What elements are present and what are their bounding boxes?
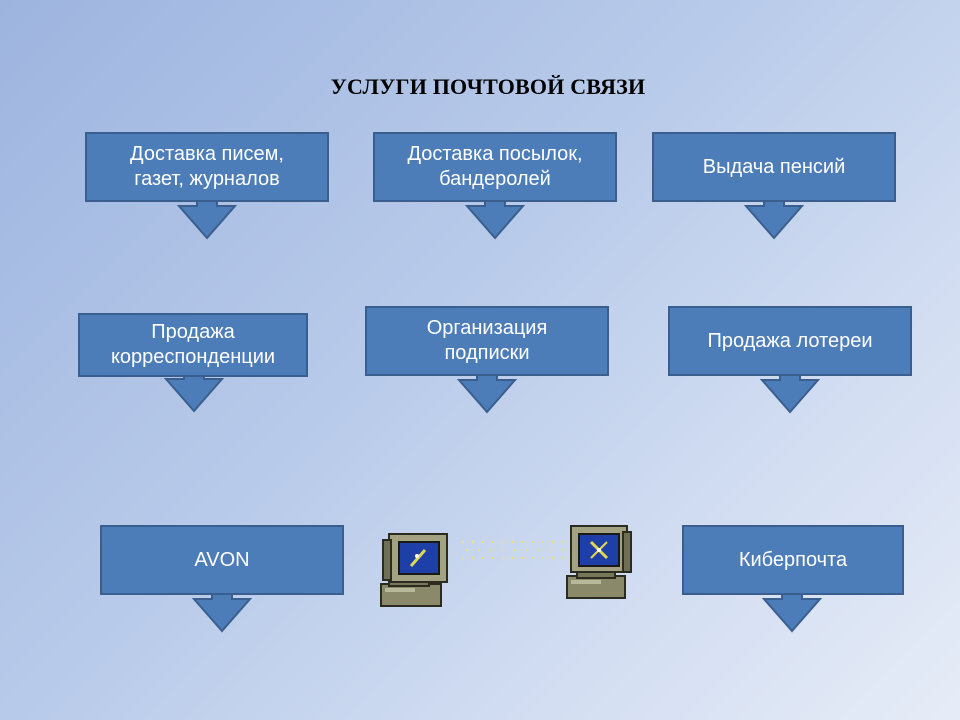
service-label: Киберпочта: [738, 548, 848, 571]
down-arrow-icon: [465, 196, 525, 240]
service-box: Доставка писем, газет, журналов: [85, 132, 329, 202]
service-correspondence-sale: Продажа корреспонденции: [78, 313, 308, 413]
down-arrow-icon: [760, 370, 820, 414]
service-box: Продажа корреспонденции: [78, 313, 308, 377]
service-box: Киберпочта: [682, 525, 904, 595]
down-arrow-icon: [177, 196, 237, 240]
network-computers-illustration: [380, 525, 632, 607]
service-box: Выдача пенсий: [652, 132, 896, 202]
service-label: Продажа лотереи: [707, 329, 873, 352]
computer-icon: [566, 525, 632, 599]
down-arrow-icon: [744, 196, 804, 240]
service-box: Доставка посылок, бандеролей: [373, 132, 617, 202]
service-label: Доставка писем, газет, журналов: [130, 143, 284, 190]
service-avon: AVON: [100, 525, 344, 633]
network-link-dots: [461, 540, 577, 560]
service-label: Выдача пенсий: [702, 155, 846, 178]
down-arrow-icon: [762, 589, 822, 633]
service-label: Организация подписки: [426, 317, 548, 364]
service-parcels-delivery: Доставка посылок, бандеролей: [373, 132, 617, 240]
slide-title: УСЛУГИ ПОЧТОВОЙ СВЯЗИ: [330, 74, 646, 99]
service-label: Продажа корреспонденции: [110, 321, 276, 368]
service-letters-delivery: Доставка писем, газет, журналов: [85, 132, 329, 240]
service-lottery-sale: Продажа лотереи: [668, 306, 912, 414]
service-box: Организация подписки: [365, 306, 609, 376]
down-arrow-icon: [457, 370, 517, 414]
computer-icon: [380, 533, 448, 607]
service-label: AVON: [194, 548, 250, 571]
down-arrow-icon: [192, 589, 252, 633]
service-label: Доставка посылок, бандеролей: [407, 143, 583, 190]
service-subscription: Организация подписки: [365, 306, 609, 414]
service-box: AVON: [100, 525, 344, 595]
service-box: Продажа лотереи: [668, 306, 912, 376]
service-cybermail: Киберпочта: [682, 525, 904, 633]
service-pensions: Выдача пенсий: [652, 132, 896, 240]
